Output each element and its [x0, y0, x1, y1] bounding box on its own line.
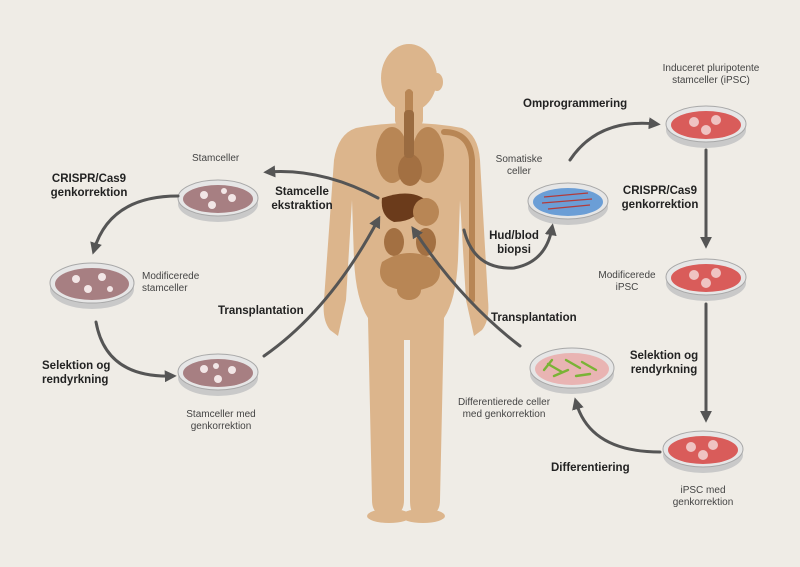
dish-stamceller	[177, 179, 259, 222]
label-differentiering: Differentiering	[551, 462, 630, 474]
label-selektion-left: Selektion og rendyrkning	[42, 360, 111, 386]
label-somatiske-celler: Somatiske celler	[495, 154, 543, 177]
organs	[376, 89, 475, 303]
label-transplantation-left: Transplantation	[218, 305, 304, 317]
dish-modificerede-stamceller	[49, 262, 135, 309]
label-modificerede-ipsc: Modificerede iPSC	[598, 270, 656, 293]
label-differentierede-celler: Differentierede celler med genkorrektion	[457, 397, 551, 420]
arrow-transplantation-right	[411, 225, 522, 348]
label-hud-blod-biopsi: Hud/blod biopsi	[489, 230, 539, 256]
label-stamceller: Stamceller	[192, 153, 240, 164]
label-ipsc: Induceret pluripotente stamceller (iPSC)	[662, 63, 760, 86]
human-body	[323, 44, 489, 523]
arrow-transplantation-left	[262, 215, 381, 358]
arrows	[90, 117, 712, 454]
label-ipsc-med-genkorrektion: iPSC med genkorrektion	[672, 485, 734, 508]
dish-stamceller-med-genkorrektion	[177, 353, 259, 396]
label-transplantation-right: Transplantation	[491, 312, 577, 324]
arrow-omprogrammering	[568, 117, 661, 162]
dish-somatiske-celler	[527, 182, 609, 225]
arrow-stamcelle-ekstraktion	[263, 165, 380, 200]
label-crispr-right: CRISPR/Cas9 genkorrektion	[621, 185, 699, 211]
arrow-differentiering	[572, 397, 662, 454]
label-stamceller-med-genkorrektion: Stamceller med genkorrektion	[186, 409, 256, 432]
label-selektion-right: Selektion og rendyrkning	[629, 350, 699, 376]
label-crispr-left: CRISPR/Cas9 genkorrektion	[50, 173, 128, 199]
dish-ipsc	[665, 105, 747, 148]
dish-differentierede-celler	[529, 347, 615, 394]
dish-ipsc-med-genkorrektion	[662, 430, 744, 473]
dish-modificerede-ipsc	[665, 258, 747, 301]
arrow-crispr-left	[90, 194, 180, 255]
label-modificerede-stamceller: Modificerede stamceller	[142, 271, 200, 294]
arrow-hud-blod	[462, 223, 557, 270]
label-stamcelle-ekstraktion: Stamcelle ekstraktion	[271, 186, 333, 212]
label-omprogrammering: Omprogrammering	[523, 98, 628, 110]
arrow-selektion-left	[94, 320, 177, 383]
